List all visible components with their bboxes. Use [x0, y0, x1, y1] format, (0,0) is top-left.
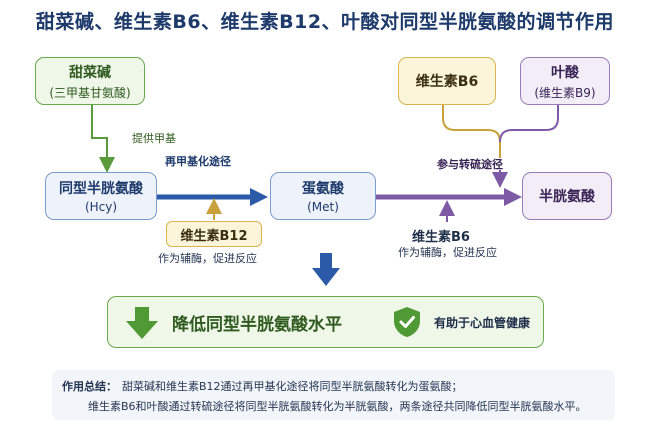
b12-node: 维生素B12: [166, 221, 262, 247]
b6-bottom-note: 作为辅酶，促进反应: [398, 246, 497, 259]
folate-node: 叶酸 (维生素B9): [520, 57, 610, 105]
transsulfuration-arrow-head: [504, 188, 522, 206]
page-title: 甜菜碱、维生素B6、维生素B12、叶酸对同型半胱氨酸的调节作用: [35, 11, 615, 33]
remethylation-arrow-head: [250, 188, 268, 206]
met-sub: (Met): [307, 200, 339, 214]
b6-top-name: 维生素B6: [415, 74, 479, 90]
b6-top-node: 维生素B6: [398, 57, 496, 105]
b6-bottom-name: 维生素B6: [412, 230, 470, 245]
down-arrow-icon: [126, 307, 158, 339]
cysteine-name: 半胱氨酸: [539, 189, 595, 205]
summary-line-2: 维生素B6和叶酸通过转硫途径将同型半胱氨酸转化为半胱氨酸，两条途径共同降低同型半…: [88, 400, 587, 413]
result-main-text: 降低同型半胱氨酸水平: [172, 315, 342, 335]
b12-name: 维生素B12: [180, 228, 248, 244]
folate-name: 叶酸: [551, 64, 579, 81]
shield-check-icon: [394, 307, 420, 337]
summary-line-1: 甜菜碱和维生素B12通过再甲基化途径将同型半胱氨酸转化为蛋氨酸；: [122, 380, 463, 393]
summary-panel: 作用总结： 甜菜碱和维生素B12通过再甲基化途径将同型半胱氨酸转化为蛋氨酸； 维…: [52, 370, 615, 420]
met-name: 蛋氨酸: [302, 181, 344, 197]
down-arrow-head: [312, 268, 340, 286]
down-arrow-shaft: [320, 253, 332, 271]
summary-label: 作用总结：: [62, 380, 117, 393]
betaine-node: 甜菜碱 (三甲基甘氨酸): [35, 57, 145, 105]
folate-sub: (维生素B9): [534, 85, 596, 100]
result-panel: 降低同型半胱氨酸水平 有助于心血管健康: [107, 296, 544, 348]
methyl-donor-label: 提供甲基: [132, 132, 176, 145]
remethylation-label: 再甲基化途径: [165, 155, 231, 168]
betaine-to-hcy-arrow: [91, 104, 115, 173]
hcy-node: 同型半胱氨酸 (Hcy): [45, 172, 157, 220]
hcy-sub: (Hcy): [84, 200, 118, 214]
b6-top-connector: [442, 104, 501, 158]
cysteine-node: 半胱氨酸: [522, 172, 612, 220]
met-node: 蛋氨酸 (Met): [270, 172, 376, 220]
betaine-name: 甜菜碱: [69, 64, 111, 81]
hcy-name: 同型半胱氨酸: [59, 181, 143, 197]
betaine-sub: (三甲基甘氨酸): [49, 85, 131, 100]
b12-note: 作为辅酶，促进反应: [158, 252, 257, 265]
result-benefit-text: 有助于心血管健康: [434, 316, 531, 330]
transsulfuration-label: 参与转硫途径: [437, 158, 503, 171]
folate-connector: [499, 104, 559, 143]
